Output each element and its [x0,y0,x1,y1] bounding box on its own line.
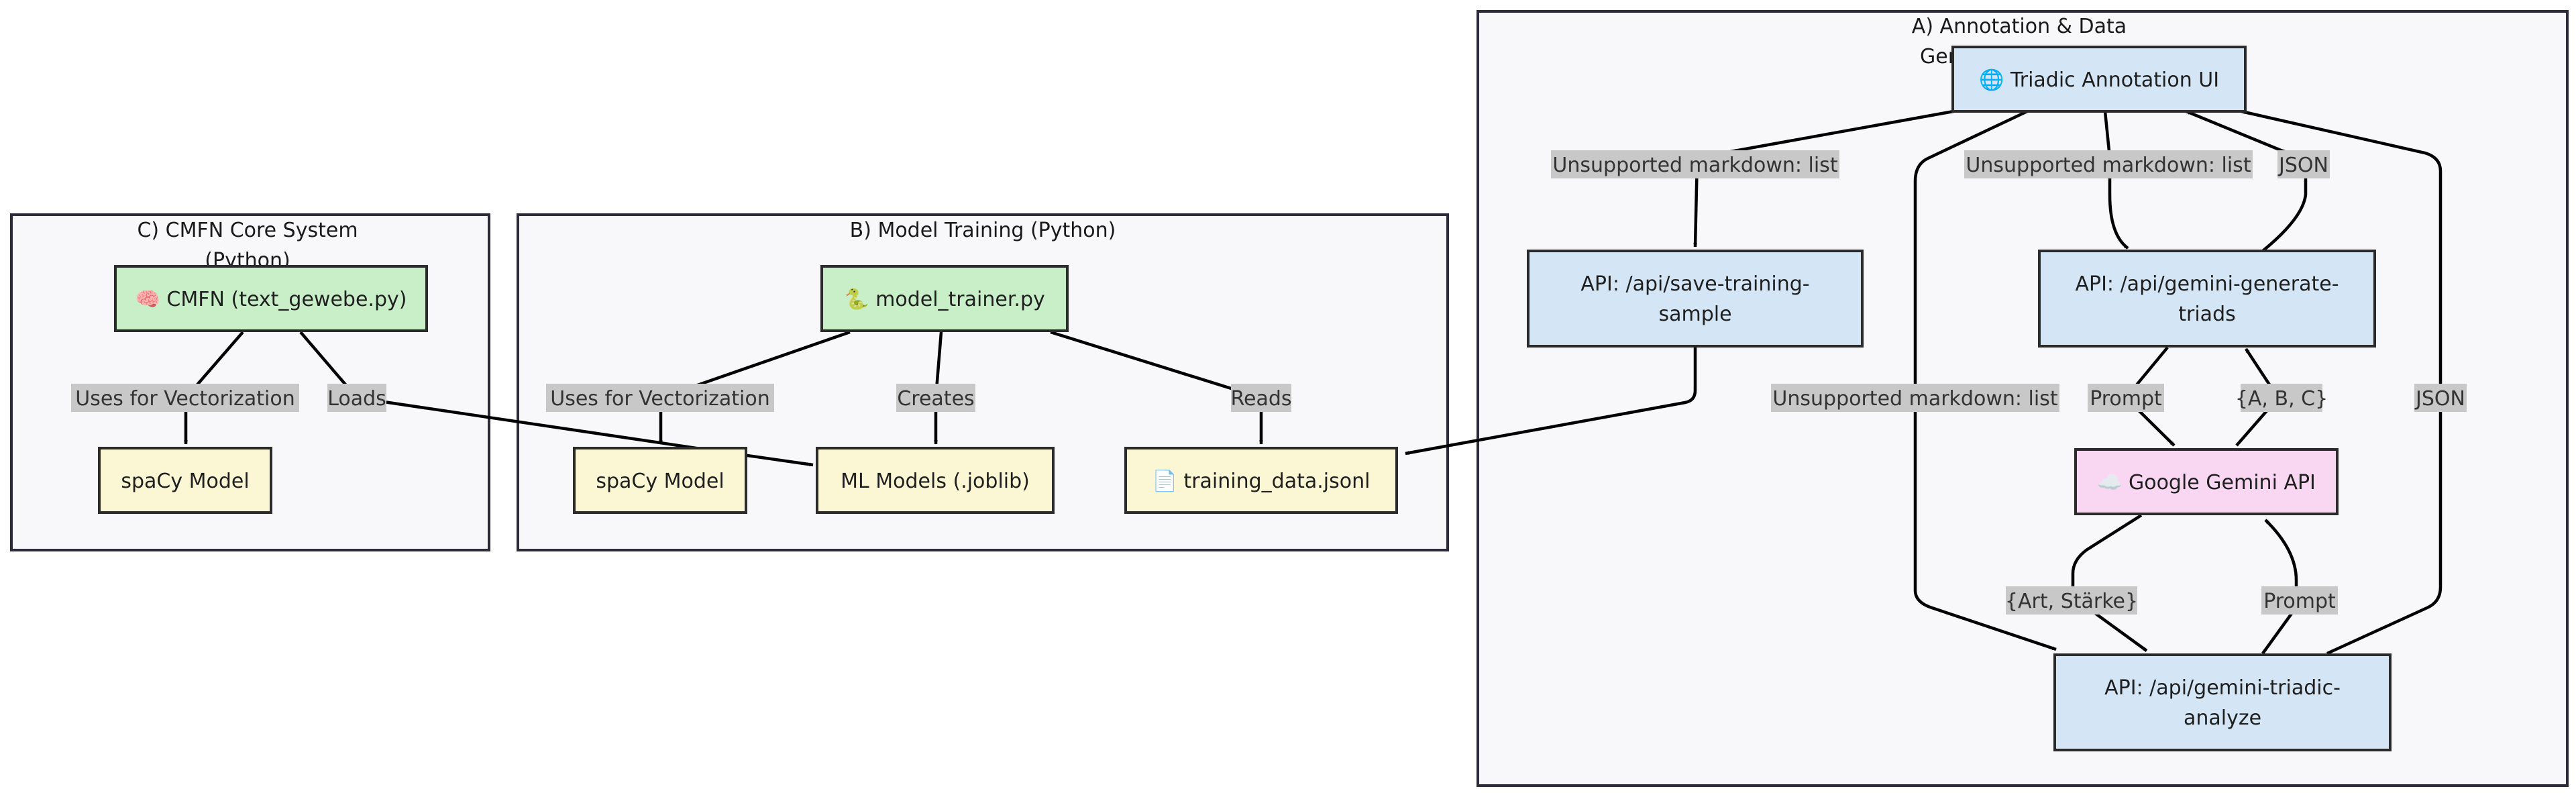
edge-label-ui-to-generate-text: Unsupported markdown: list [1966,154,2251,177]
edge-label-trainer-to-models: Creates [896,384,975,412]
edge-label-generate-to-ui: JSON [2277,150,2330,178]
edge-labels: Unsupported markdown: list Unsupported m… [71,150,2467,615]
edge-label-analyze-to-ui-bg [2414,384,2467,412]
edge-label-gemini-to-generate-bg [2241,384,2322,412]
edge-label-gemini-to-analyze-bg [2006,586,2137,615]
edge-label-generate-to-gemini-text: Prompt [2090,387,2162,411]
node-api-save-training-sample-line2: sample [1658,303,1731,326]
edge-label-cmfn-to-models-bg [327,384,386,412]
edge-label-generate-to-ui-text: JSON [2277,154,2328,177]
node-api-gemini-triadic-analyze-box[interactable] [2053,653,2392,751]
node-api-gemini-generate-triads[interactable]: API: /api/gemini-generate- triads [2038,250,2376,348]
node-spacy-model-training-label: spaCy Model [596,470,724,493]
edge-label-cmfn-to-spacy-bg [71,384,299,412]
edge-label-generate-to-gemini: Prompt [2088,384,2164,412]
node-cmfn-box[interactable] [114,265,428,332]
edge-label-ui-to-analyze-bg [1771,384,2059,412]
node-ml-models-label: ML Models (.joblib) [841,470,1030,493]
node-ml-models-box[interactable] [816,447,1055,514]
edge-label-gemini-to-analyze-text: {Art, Stärke} [2005,590,2138,613]
edge-label-ui-to-save: Unsupported markdown: list [1551,150,1839,178]
node-triadic-annotation-ui-box[interactable] [1951,46,2247,113]
edge-label-cmfn-to-models: Loads [327,384,386,412]
edge-save-to-training-data [1405,348,1697,456]
edge-analyze-to-ui [2241,109,2443,655]
edge-label-analyze-to-ui-text: JSON [2414,387,2465,411]
cluster-a-title-line1: A) Annotation & Data [1912,15,2127,38]
node-model-trainer-box[interactable] [820,265,1069,332]
node-google-gemini-api[interactable]: ☁️ Google Gemini API [2074,448,2339,515]
edge-gemini-to-analyze [2071,514,2148,652]
edge-label-ui-to-save-text: Unsupported markdown: list [1552,154,1837,177]
node-api-gemini-triadic-analyze-line1: API: /api/gemini-triadic- [2104,676,2341,700]
node-api-gemini-generate-triads-line2: triads [2178,303,2236,326]
edge-label-gemini-to-analyze: {Art, Stärke} [2005,586,2138,615]
edge-label-analyze-to-gemini-text: Prompt [2263,590,2336,613]
edge-label-generate-to-gemini-bg [2088,384,2164,412]
edge-label-ui-to-generate: Unsupported markdown: list [1964,150,2253,178]
node-training-data[interactable]: 📄 training_data.jsonl [1124,447,1398,514]
edge-label-trainer-to-data-bg [1231,384,1291,412]
edge-label-analyze-to-ui: JSON [2414,384,2467,412]
cluster-c-title-line1: C) CMFN Core System [137,219,358,242]
node-cmfn-label: 🧠 CMFN (text_gewebe.py) [136,288,407,311]
edge-label-ui-to-generate-bg [1964,150,2253,178]
node-spacy-model-training-box[interactable] [573,447,747,514]
cluster-b-title: B) Model Training (Python) [850,219,1116,242]
node-api-gemini-generate-triads-box[interactable] [2038,250,2376,348]
node-spacy-model-training[interactable]: spaCy Model [573,447,747,514]
edge-label-cmfn-to-spacy: Uses for Vectorization [71,384,299,412]
node-google-gemini-api-box[interactable] [2074,448,2339,515]
edge-label-trainer-to-spacy-text: Uses for Vectorization [550,387,770,411]
node-spacy-model-core-label: spaCy Model [121,470,249,493]
node-model-trainer-label: 🐍 model_trainer.py [844,287,1045,311]
edge-label-cmfn-to-spacy-text: Uses for Vectorization [75,387,295,411]
edge-label-cmfn-to-models-text: Loads [327,387,386,411]
node-training-data-label: 📄 training_data.jsonl [1152,469,1371,493]
node-api-gemini-triadic-analyze[interactable]: API: /api/gemini-triadic- analyze [2053,653,2392,751]
cluster-a-title-line2: Ger [1920,45,1957,68]
edge-label-trainer-to-data: Reads [1230,384,1292,412]
node-api-save-training-sample-box[interactable] [1527,250,1864,348]
edge-label-trainer-to-data-text: Reads [1230,387,1291,411]
edge-label-trainer-to-spacy: Uses for Vectorization [546,384,774,412]
edge-analyze-to-gemini [2261,519,2298,655]
node-api-save-training-sample[interactable]: API: /api/save-training- sample [1527,250,1864,348]
edge-label-trainer-to-models-text: Creates [897,387,974,411]
edge-label-ui-to-analyze: Unsupported markdown: list [1771,384,2059,412]
edge-label-gemini-to-generate: {A, B, C} [2235,384,2328,412]
node-spacy-model-core[interactable]: spaCy Model [98,447,272,514]
node-api-gemini-triadic-analyze-line2: analyze [2184,706,2261,730]
edge-cmfn-to-models [299,331,814,467]
edge-label-gemini-to-generate-text: {A, B, C} [2235,387,2328,411]
node-triadic-annotation-ui-label: 🌐 Triadic Annotation UI [1979,68,2219,92]
edge-label-trainer-to-spacy-bg [546,384,774,412]
node-cmfn[interactable]: 🧠 CMFN (text_gewebe.py) [114,265,428,332]
edge-label-generate-to-ui-bg [2277,150,2330,178]
node-training-data-box[interactable] [1124,447,1398,514]
edge-ui-to-generate [2103,111,2129,250]
node-api-save-training-sample-line1: API: /api/save-training- [1580,272,1809,296]
node-ml-models[interactable]: ML Models (.joblib) [816,447,1055,514]
nodes: 🌐 Triadic Annotation UI API: /api/save-t… [98,46,2392,751]
node-api-gemini-generate-triads-line1: API: /api/gemini-generate- [2075,272,2339,296]
edge-label-trainer-to-models-bg [896,384,975,412]
edge-label-analyze-to-gemini: Prompt [2261,586,2338,615]
node-spacy-model-core-box[interactable] [98,447,272,514]
edge-label-analyze-to-gemini-bg [2261,586,2338,615]
node-google-gemini-api-label: ☁️ Google Gemini API [2097,471,2316,494]
edge-label-ui-to-analyze-text: Unsupported markdown: list [1772,387,2057,411]
node-triadic-annotation-ui[interactable]: 🌐 Triadic Annotation UI [1951,46,2247,113]
node-model-trainer[interactable]: 🐍 model_trainer.py [820,265,1069,332]
edge-label-ui-to-save-bg [1551,150,1839,178]
